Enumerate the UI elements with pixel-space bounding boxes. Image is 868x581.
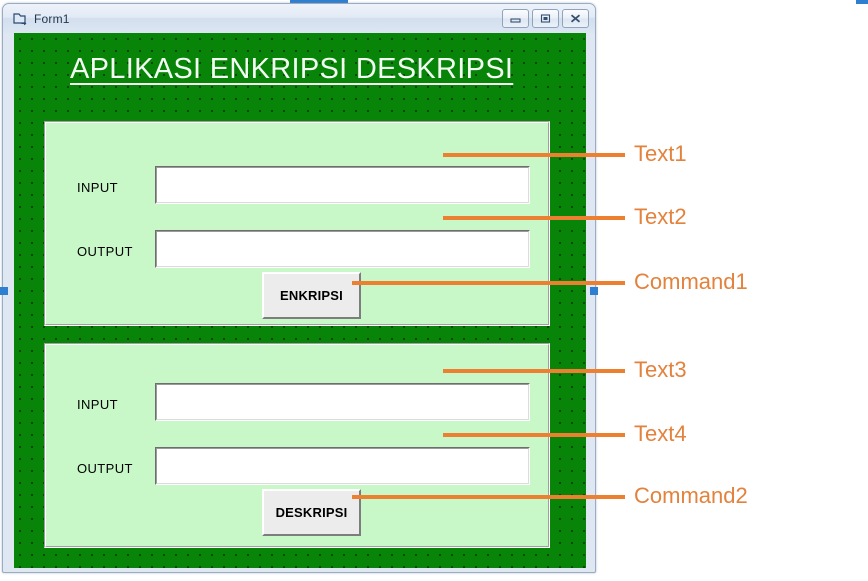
minimize-icon[interactable] <box>502 9 529 28</box>
textbox-bevel <box>156 448 529 484</box>
textbox-bevel <box>156 231 529 267</box>
textbox-text3[interactable] <box>155 383 530 421</box>
label-output-1: OUTPUT <box>77 244 133 259</box>
frame-enkripsi: INPUT OUTPUT ENKRIPSI <box>44 121 550 326</box>
button-enkripsi[interactable]: ENKRIPSI <box>262 272 361 319</box>
window-title: Form1 <box>34 11 70 26</box>
window-titlebar[interactable]: Form1 <box>3 4 595 33</box>
callout-line-text1 <box>443 153 625 157</box>
textbox-text2[interactable] <box>155 230 530 268</box>
background-window-sliver <box>290 0 348 5</box>
resize-handle-right[interactable] <box>590 287 598 295</box>
callout-label-text3: Text3 <box>634 357 687 382</box>
window-controls <box>502 9 589 28</box>
button-deskripsi[interactable]: DESKRIPSI <box>262 489 361 536</box>
callout-label-text2: Text2 <box>634 204 687 229</box>
label-input-2: INPUT <box>77 397 118 412</box>
page-title: APLIKASI ENKRIPSI DESKRIPSI <box>70 53 514 85</box>
close-icon[interactable] <box>562 9 589 28</box>
callout-line-text4 <box>443 433 625 437</box>
callout-label-command2: Command2 <box>634 483 748 508</box>
textbox-bevel <box>156 167 529 203</box>
callout-label-command1: Command1 <box>634 269 748 294</box>
resize-handle-left[interactable] <box>0 287 8 295</box>
frame-bevel <box>45 122 549 325</box>
textbox-bevel <box>156 384 529 420</box>
callout-line-command1 <box>352 281 625 285</box>
textbox-text1[interactable] <box>155 166 530 204</box>
background-window-sliver-right <box>856 0 868 4</box>
vb-form-icon <box>12 11 28 27</box>
form-design-surface[interactable]: APLIKASI ENKRIPSI DESKRIPSI INPUT OUTPUT… <box>14 33 586 568</box>
label-output-2: OUTPUT <box>77 461 133 476</box>
callout-label-text4: Text4 <box>634 421 687 446</box>
callout-label-text1: Text1 <box>634 141 687 166</box>
callout-line-text3 <box>443 369 625 373</box>
vb-form-window: Form1 APLIKASI ENKRIPSI DESKRIPSI <box>2 3 596 573</box>
textbox-text4[interactable] <box>155 447 530 485</box>
label-input-1: INPUT <box>77 180 118 195</box>
callout-line-command2 <box>352 495 625 499</box>
callout-line-text2 <box>443 216 625 220</box>
frame-deskripsi: INPUT OUTPUT DESKRIPSI <box>44 343 550 548</box>
frame-bevel <box>45 344 549 547</box>
maximize-icon[interactable] <box>532 9 559 28</box>
